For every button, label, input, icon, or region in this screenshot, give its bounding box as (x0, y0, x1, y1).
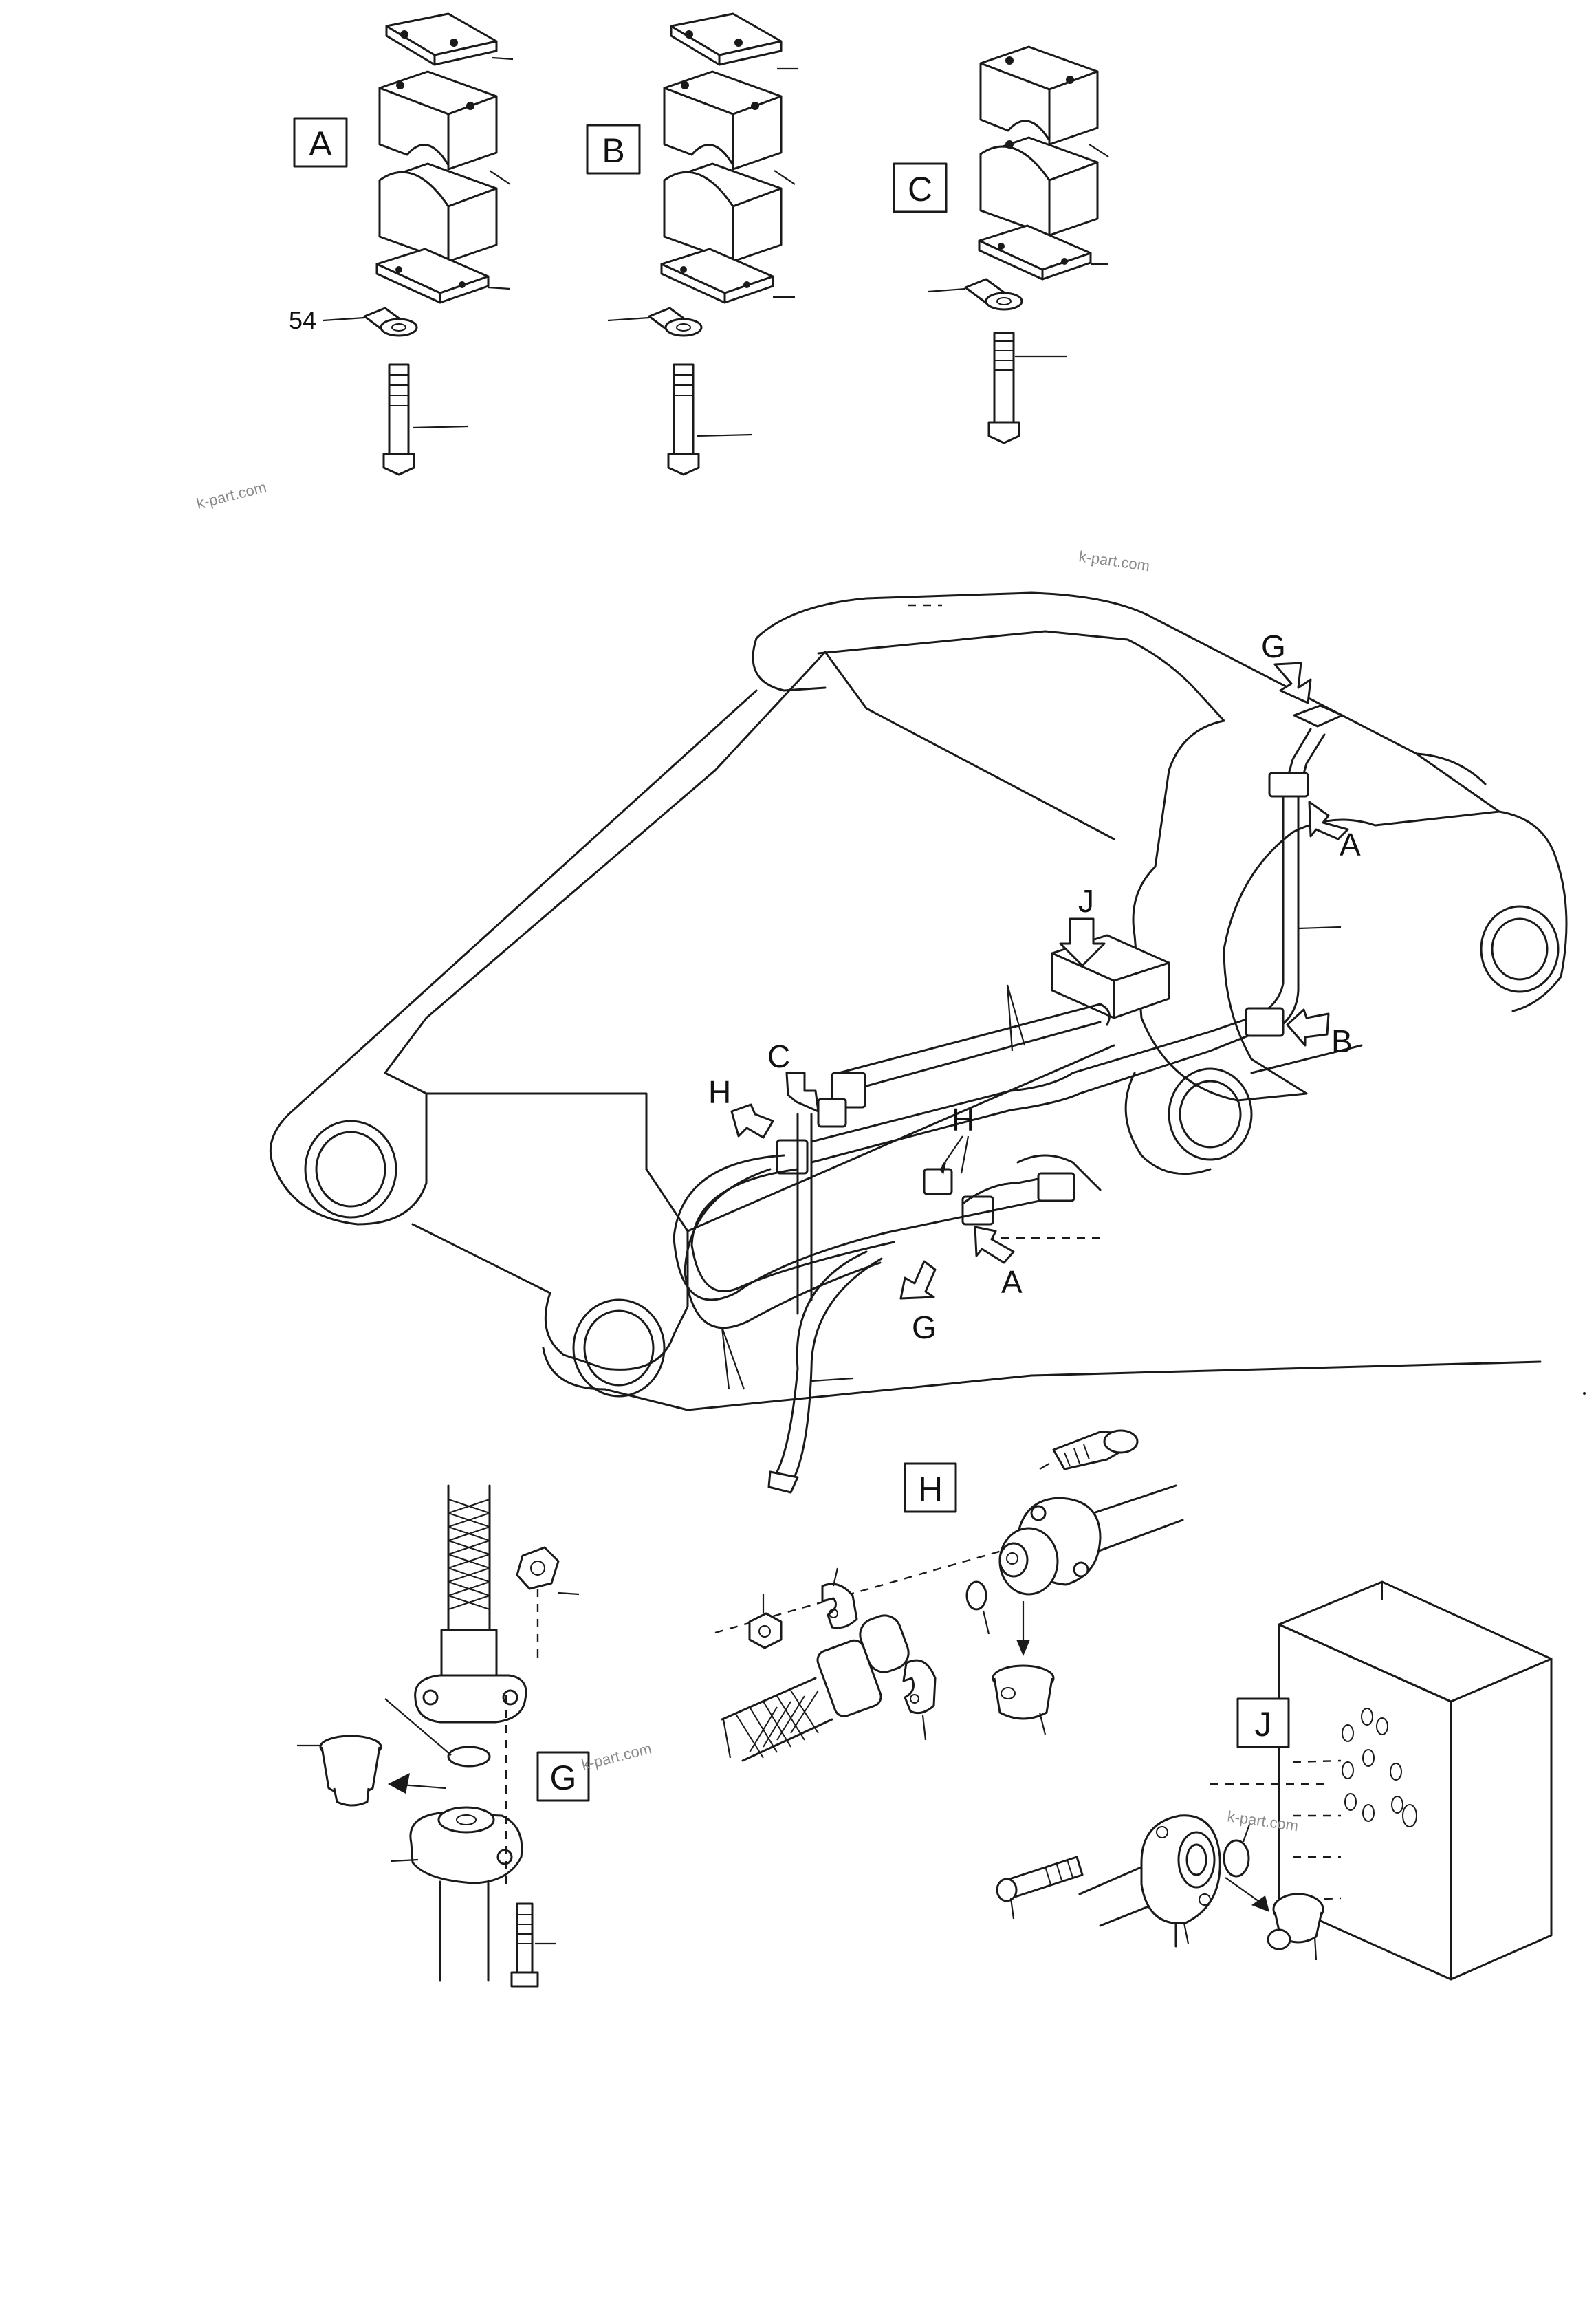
detail-label-a: A (309, 124, 332, 163)
callout-a-bottom: A (1001, 1264, 1023, 1300)
callout-g-bottom: G (912, 1309, 937, 1345)
detail-h: H (714, 1429, 1184, 1762)
watermark-4: k-part.com (1226, 1807, 1299, 1834)
detail-label-b: B (602, 131, 624, 170)
clamp-assembly-b: B (586, 12, 798, 476)
detail-j: J k-part.com (996, 1580, 1553, 1981)
watermark-1: k-part.com (195, 478, 268, 512)
detail-box-g (536, 1751, 590, 1802)
detail-label-h: H (918, 1470, 943, 1508)
callout-j: J (1078, 883, 1094, 919)
clamp-assembly-c: C (893, 45, 1109, 444)
detail-box-j (1236, 1697, 1290, 1748)
boom-assembly (269, 591, 1568, 1494)
detail-label-g: G (550, 1759, 577, 1797)
detail-box-a (293, 117, 348, 168)
detail-label-j: J (1255, 1705, 1272, 1743)
callout-g-top: G (1261, 629, 1286, 664)
watermark-3: k-part.com (580, 1739, 653, 1773)
detail-box-c (893, 162, 948, 213)
detail-g: G k-part.com (297, 1484, 653, 1988)
clamp-assembly-a: A 54 (289, 12, 514, 476)
detail-label-c: C (908, 170, 932, 208)
detail-box-b (586, 124, 641, 175)
callout-h-mid: H (952, 1102, 974, 1138)
callout-h-left: H (708, 1074, 731, 1110)
callout-b: B (1331, 1023, 1353, 1059)
callout-arrows: G A B J C H H A G (708, 629, 1361, 1345)
callout-c: C (767, 1039, 790, 1074)
watermark-2: k-part.com (1078, 547, 1150, 574)
part-number-54: 54 (289, 306, 316, 334)
detail-box-h (904, 1462, 957, 1513)
